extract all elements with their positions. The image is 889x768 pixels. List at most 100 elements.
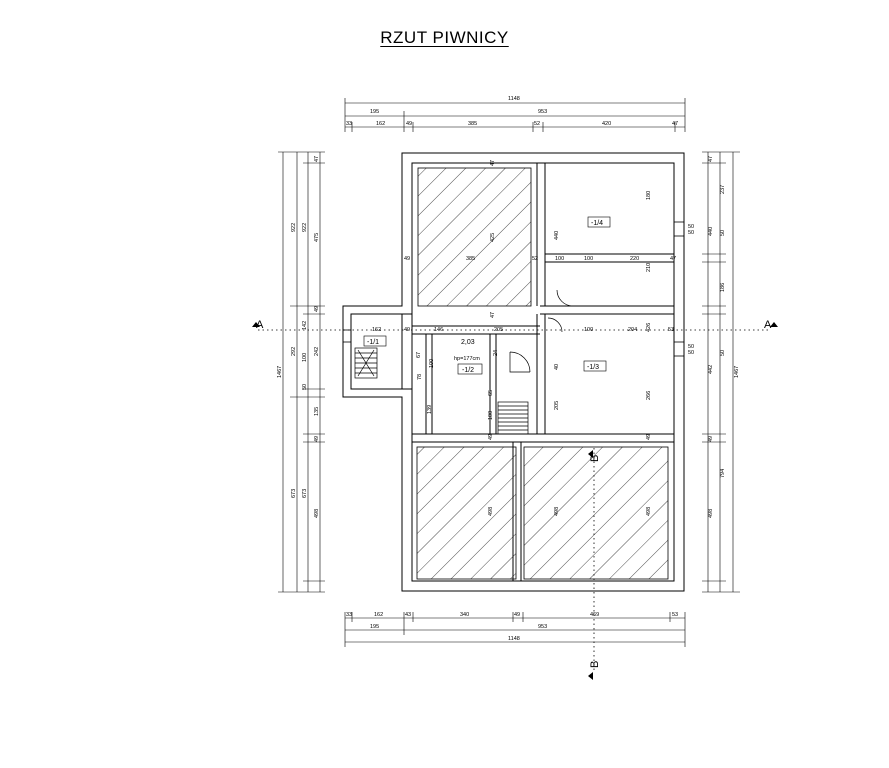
dim-right-a-3: 794 xyxy=(720,469,726,478)
dim-inner: 47 xyxy=(490,312,496,318)
dim-inner: 100 xyxy=(488,411,494,420)
dim-bottom-mid-2: 953 xyxy=(538,624,547,630)
room-tag-1-4: -1/4 xyxy=(591,220,603,227)
hatched-zones xyxy=(416,167,669,580)
dim-inner: 100 xyxy=(555,256,564,262)
dim-right-b-4: 186 xyxy=(720,283,726,292)
section-a-right-label: A xyxy=(764,319,772,331)
room-tag-box-1-4 xyxy=(587,216,611,228)
dim-inner: 65 xyxy=(488,390,494,396)
drawing-title-text: RZUT PIWNICY xyxy=(380,28,509,47)
dim-top-detail-1: 33 xyxy=(346,121,352,127)
dim-inner: 204 xyxy=(628,327,637,333)
dim-right-overall: 1467 xyxy=(734,366,740,378)
stairs xyxy=(354,347,529,435)
dim-inner: 498 xyxy=(646,507,652,516)
dim-left-b-1: 47 xyxy=(314,156,320,162)
dim-bottom-detail-6: 469 xyxy=(590,612,599,618)
dim-inner: 100 xyxy=(429,359,435,368)
dim-top-detail-2: 162 xyxy=(376,121,385,127)
dim-inner: 100 xyxy=(584,327,593,333)
window-stair xyxy=(342,329,352,343)
dim-top-detail-7: 47 xyxy=(672,121,678,127)
drawing-title: RZUT PIWNICY xyxy=(0,28,889,48)
dim-inner: 52 xyxy=(532,256,538,262)
dim-inner: 53 xyxy=(668,327,674,333)
window-room-14 xyxy=(673,221,685,237)
dim-top-detail-6: 420 xyxy=(602,121,611,127)
dim-right-b-3: 50 xyxy=(720,230,726,236)
dim-right-a-1: 440 xyxy=(708,227,714,236)
dim-left-a-2: 292 xyxy=(291,347,297,356)
door-arc-room-12 xyxy=(509,351,531,373)
section-b-bottom-arrow-icon xyxy=(588,672,593,680)
dim-inner: 498 xyxy=(554,507,560,516)
dim-right-b-6: 49 xyxy=(708,436,714,442)
dim-inner: 49 xyxy=(404,256,410,262)
dim-inner: 49 xyxy=(646,434,652,440)
dim-left-a-1: 922 xyxy=(291,223,297,232)
dim-top-mid-2: 953 xyxy=(538,109,547,115)
room-tag-1-1: -1/1 xyxy=(367,339,379,346)
dim-inner: 205 xyxy=(494,327,503,333)
dim-inner: 205 xyxy=(554,401,560,410)
walls xyxy=(342,152,685,592)
dim-right-b-7: 498 xyxy=(708,509,714,518)
dim-window-4: 50 xyxy=(688,350,694,356)
dim-inner: 220 xyxy=(630,256,639,262)
section-markers: A A B B xyxy=(252,319,778,680)
dim-left-c-1: 475 xyxy=(314,233,320,242)
dim-inner: 139 xyxy=(427,405,433,414)
dim-right-b-5: 50 xyxy=(720,350,726,356)
dim-inner: 425 xyxy=(490,233,496,242)
dim-inner: 49 xyxy=(488,434,494,440)
dim-top-detail-5: 52 xyxy=(534,121,540,127)
outer-wall-outer-line xyxy=(342,152,685,592)
dim-inner: 210 xyxy=(646,263,652,272)
dim-left-b-6: 135 xyxy=(314,407,320,416)
section-a-left-label: A xyxy=(256,319,264,331)
dim-top-mid-1: 195 xyxy=(370,109,379,115)
partition-room-12 xyxy=(425,334,433,434)
dim-inner: 100 xyxy=(584,256,593,262)
stair-treads-main xyxy=(498,405,528,431)
partition-window-row xyxy=(545,253,674,263)
dim-window-1: 50 xyxy=(688,224,694,230)
dim-bottom-detail-4: 340 xyxy=(460,612,469,618)
dimension-lines xyxy=(278,98,740,647)
dim-top-detail-4: 385 xyxy=(468,121,477,127)
door-arc-room-13 xyxy=(547,317,563,333)
room-tag-1-3: -1/3 xyxy=(587,364,599,371)
hatched-zone-bottom-left xyxy=(416,446,517,580)
section-b-bottom-label: B xyxy=(589,661,601,668)
dim-left-b-5: 50 xyxy=(302,384,308,390)
partition-vertical-top xyxy=(536,163,546,306)
dim-right-a-2: 442 xyxy=(708,365,714,374)
room-tag-box-1-3 xyxy=(583,360,607,372)
dim-inner: 162 xyxy=(372,327,381,333)
section-lines xyxy=(258,329,770,672)
dim-left-c-2: 242 xyxy=(314,347,320,356)
dim-window-2: 50 xyxy=(688,230,694,236)
hatched-zone-bottom-right xyxy=(523,446,669,580)
partition-mid-right xyxy=(540,305,674,315)
dim-inner: 498 xyxy=(488,507,494,516)
dim-inner: 24 xyxy=(493,350,499,356)
dim-bottom-detail-3: 43 xyxy=(405,612,411,618)
dim-left-overall: 1467 xyxy=(277,366,283,378)
dim-left-a-3: 673 xyxy=(291,489,297,498)
room-tag-1-2: -1/2 xyxy=(462,367,474,374)
partition-mid-lower xyxy=(412,433,674,443)
dim-left-c-4: 498 xyxy=(314,509,320,518)
dim-bottom-overall: 1148 xyxy=(508,636,520,642)
dim-left-c-3: 49 xyxy=(314,306,320,312)
dim-bottom-detail-1: 33 xyxy=(346,612,352,618)
dim-left-b-8: 673 xyxy=(302,489,308,498)
dim-top-detail-3: 49 xyxy=(406,121,412,127)
dim-inner: 49 xyxy=(404,327,410,333)
dim-left-b-2: 922 xyxy=(302,223,308,232)
dim-inner: 47 xyxy=(670,256,676,262)
dim-inner: 385 xyxy=(466,256,475,262)
dim-inner: 426 xyxy=(646,323,652,332)
